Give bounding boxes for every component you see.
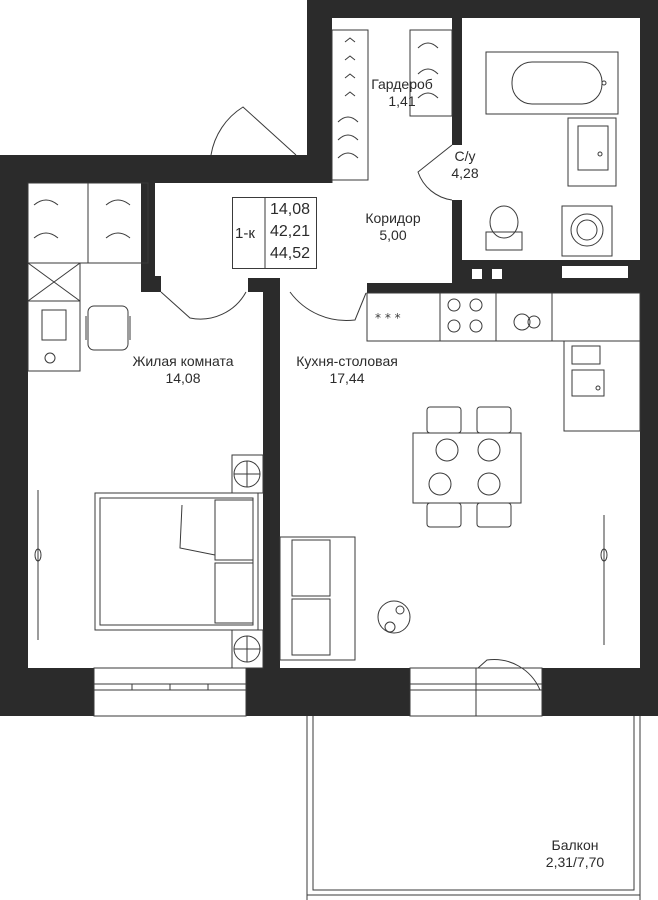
bathroom-fixtures xyxy=(485,51,619,257)
summary-areas: 14,08 42,21 44,52 xyxy=(270,199,310,265)
vent-shafts xyxy=(472,27,628,279)
living-area-value: 14,08 xyxy=(270,201,311,218)
kitchen-furniture: * * * xyxy=(279,292,641,661)
room-area: 14,08 xyxy=(165,370,201,386)
room-label-bathroom: С/у 4,28 xyxy=(440,148,490,182)
summary-box-frame xyxy=(232,197,317,269)
room-name: Коридор xyxy=(365,210,421,226)
doors xyxy=(160,106,541,691)
room-name: Жилая комната xyxy=(132,353,234,369)
room-name: Балкон xyxy=(551,837,599,853)
apartment-type: 1-к xyxy=(235,225,255,242)
wardrobe-furniture xyxy=(331,29,453,181)
windows xyxy=(34,490,641,900)
room-name: Гардероб xyxy=(371,76,433,92)
room-label-kitchen: Кухня-столовая 17,44 xyxy=(284,353,410,387)
room-area: 17,44 xyxy=(329,370,365,386)
living-furniture xyxy=(27,182,264,669)
apartment-summary: 1-к 14,08 42,21 44,52 xyxy=(232,197,317,269)
room-area: 4,28 xyxy=(451,165,479,181)
room-area: 2,31/7,70 xyxy=(545,854,605,870)
room-label-living: Жилая комната 14,08 xyxy=(118,353,248,387)
walls xyxy=(0,0,658,716)
room-label-corridor: Коридор 5,00 xyxy=(348,210,438,244)
room-area: 1,41 xyxy=(388,93,416,109)
room-name: С/у xyxy=(454,148,476,164)
room-label-balcony: Балкон 2,31/7,70 xyxy=(530,837,620,871)
svg-text:* * *: * * * xyxy=(375,311,401,325)
total-with-balcony-value: 44,52 xyxy=(270,245,311,262)
room-area: 5,00 xyxy=(379,227,407,243)
total-area-value: 42,21 xyxy=(270,223,311,240)
room-label-wardrobe: Гардероб 1,41 xyxy=(352,76,452,110)
room-name: Кухня-столовая xyxy=(296,353,398,369)
